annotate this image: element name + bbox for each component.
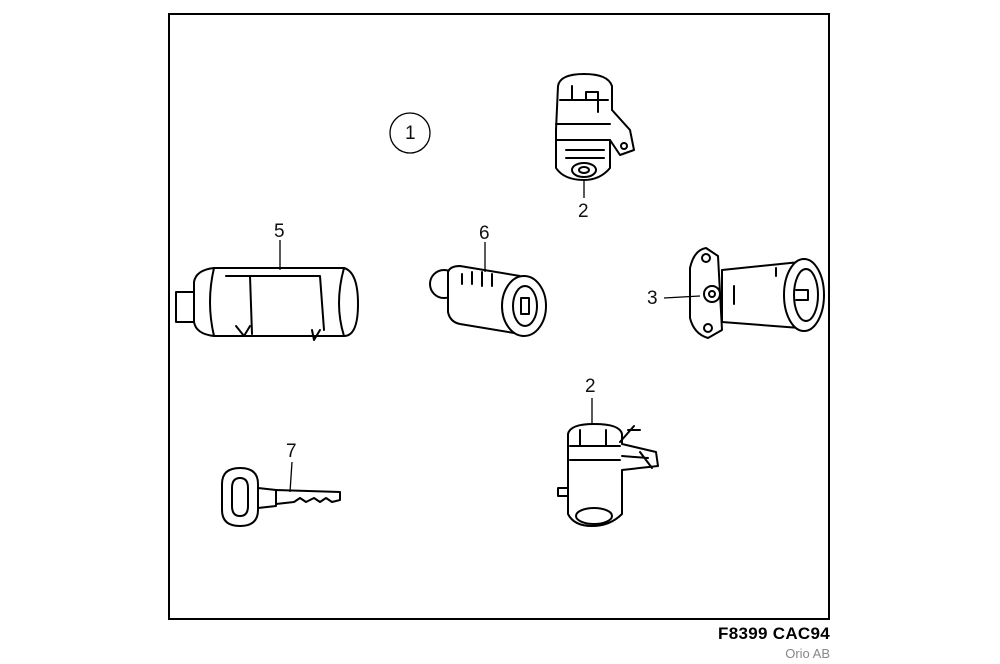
callout-3-label: 3 <box>647 288 658 309</box>
barrel-cylinder-part <box>175 267 359 341</box>
flanged-lock-housing-part <box>689 247 825 339</box>
leader-line-3 <box>663 295 701 299</box>
callout-1-label: 1 <box>405 123 416 144</box>
key-part <box>221 467 341 527</box>
figure-code: F8399 CAC94 <box>718 624 830 643</box>
leader-line-7 <box>289 461 293 493</box>
callout-1-circle <box>389 112 431 154</box>
callout-6-label: 6 <box>479 223 490 244</box>
lock-cylinder-bottom-part <box>557 423 659 527</box>
callout-2-bottom-label: 2 <box>585 376 596 397</box>
publisher-credit: Orio AB <box>785 646 830 661</box>
small-lock-cylinder-part <box>429 265 547 337</box>
callout-5-label: 5 <box>274 221 285 242</box>
diagram-frame <box>168 13 830 620</box>
callout-7-label: 7 <box>286 441 297 462</box>
lock-cylinder-top-part <box>555 73 635 181</box>
callout-2-top-label: 2 <box>578 201 589 222</box>
